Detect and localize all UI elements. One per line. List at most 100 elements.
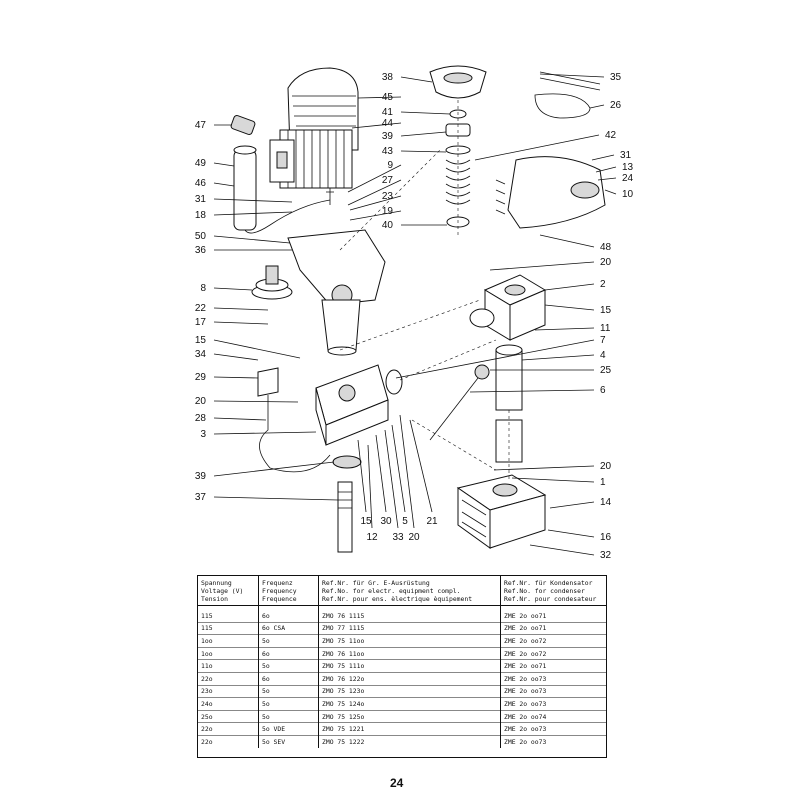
callout-45: 45 — [382, 92, 394, 103]
callout-leader-line — [213, 339, 301, 359]
callout-37: 37 — [195, 492, 207, 503]
cell-equipment-ref: ZMO 75 125o — [318, 709, 501, 723]
callout-leader-line — [213, 376, 259, 379]
cell-voltage: 24o — [198, 697, 259, 711]
cell-frequency: 5o — [258, 697, 319, 711]
callout-2: 2 — [600, 279, 606, 290]
callout-leader-line — [347, 179, 402, 206]
callout-9: 9 — [387, 160, 393, 171]
header-condenser-ref: Ref.Nr. für Kondensator Ref.No. for cond… — [500, 576, 606, 606]
callout-leader-line — [357, 439, 367, 513]
callout-leader-line — [469, 389, 595, 393]
callout-leader-line — [349, 195, 402, 211]
callout-5: 5 — [402, 516, 408, 527]
callout-leader-line — [591, 154, 615, 161]
base-block-illustration — [456, 474, 547, 549]
callout-leader-line — [489, 261, 595, 271]
callout-leader-line — [474, 134, 600, 161]
callout-13: 13 — [622, 162, 634, 173]
callout-leader-line — [213, 431, 317, 435]
header-frequency-fr: Frequence — [262, 595, 297, 603]
callout-leader-line — [351, 122, 402, 129]
cell-equipment-ref: ZMO 77 1115 — [318, 621, 501, 635]
callout-leader-line — [213, 182, 235, 187]
spindle-housing-illustration — [259, 364, 403, 553]
callout-leader-line — [544, 304, 595, 311]
belt-guard-illustration — [495, 71, 606, 229]
callout-21: 21 — [426, 516, 438, 527]
cell-frequency: 5o — [258, 709, 319, 723]
callout-17: 17 — [195, 317, 207, 328]
callout-40: 40 — [382, 220, 394, 231]
callout-leader-line — [409, 419, 433, 513]
capacitor-illustration — [230, 115, 331, 234]
callout-42: 42 — [605, 130, 617, 141]
callout-33: 33 — [392, 532, 404, 543]
cell-voltage: 22o — [198, 671, 259, 686]
cell-frequency: 6o — [258, 646, 319, 660]
callout-15: 15 — [600, 305, 612, 316]
cell-equipment-ref: ZMO 75 1222 — [318, 734, 501, 748]
header-equipment-en: Ref.No. for electr. equipment compl. — [322, 587, 461, 595]
callout-leader-line — [213, 353, 259, 361]
callout-3: 3 — [200, 429, 206, 440]
callout-leader-line — [544, 283, 595, 291]
cell-frequency: 5o SEV — [258, 734, 319, 748]
cell-frequency: 6o — [258, 605, 319, 623]
callout-15: 15 — [360, 516, 372, 527]
callout-20: 20 — [600, 257, 612, 268]
callout-leader-line — [391, 424, 406, 513]
callout-34: 34 — [195, 349, 207, 360]
callout-leader-line — [589, 104, 605, 109]
cell-condenser-ref: ZME 2o oo71 — [500, 605, 606, 623]
callout-23: 23 — [382, 191, 394, 202]
cell-condenser-ref: ZME 2o oo72 — [500, 646, 606, 660]
column-block-illustration — [469, 274, 547, 341]
callout-35: 35 — [610, 72, 622, 83]
callout-22: 22 — [195, 303, 207, 314]
cell-frequency: 6o CSA — [258, 621, 319, 635]
callout-leader-line — [213, 235, 291, 244]
cell-condenser-ref: ZME 2o oo72 — [500, 634, 606, 648]
cell-condenser-ref: ZME 2o oo73 — [500, 722, 606, 736]
callout-leader-line — [213, 321, 269, 325]
cell-condenser-ref: ZME 2o oo71 — [500, 659, 606, 673]
cell-equipment-ref: ZMO 75 123o — [318, 684, 501, 698]
cell-voltage: 11o — [198, 659, 259, 673]
cell-voltage: 23o — [198, 684, 259, 698]
cell-condenser-ref: ZME 2o oo71 — [500, 621, 606, 635]
callout-leader-line — [399, 414, 415, 529]
header-frequency-en: Frequency — [262, 587, 297, 595]
callout-4: 4 — [600, 350, 606, 361]
callout-leader-line — [213, 162, 235, 167]
cell-condenser-ref: ZME 2o oo74 — [500, 709, 606, 723]
callout-24: 24 — [622, 173, 634, 184]
callout-leader-line — [213, 417, 267, 421]
header-equipment-fr: Ref.Nr. pour ens. èlectrique èquipement — [322, 595, 473, 603]
callout-30: 30 — [380, 516, 392, 527]
cell-frequency: 5o VDE — [258, 722, 319, 736]
callout-32: 32 — [600, 550, 612, 561]
callout-36: 36 — [195, 245, 207, 256]
cell-frequency: 5o — [258, 659, 319, 673]
cell-frequency: 5o — [258, 634, 319, 648]
callout-leader-line — [213, 287, 253, 291]
callout-50: 50 — [195, 231, 207, 242]
callout-leader-line — [549, 501, 595, 509]
callout-leader-line — [213, 198, 293, 203]
callout-20: 20 — [195, 396, 207, 407]
callout-28: 28 — [195, 413, 207, 424]
header-condenser-de: Ref.Nr. für Kondensator — [504, 579, 593, 587]
header-condenser-fr: Ref.Nr. pour condesateur — [504, 595, 597, 603]
callout-19: 19 — [382, 206, 394, 217]
cell-equipment-ref: ZMO 76 11oo — [318, 646, 501, 660]
callout-leader-line — [395, 339, 595, 379]
